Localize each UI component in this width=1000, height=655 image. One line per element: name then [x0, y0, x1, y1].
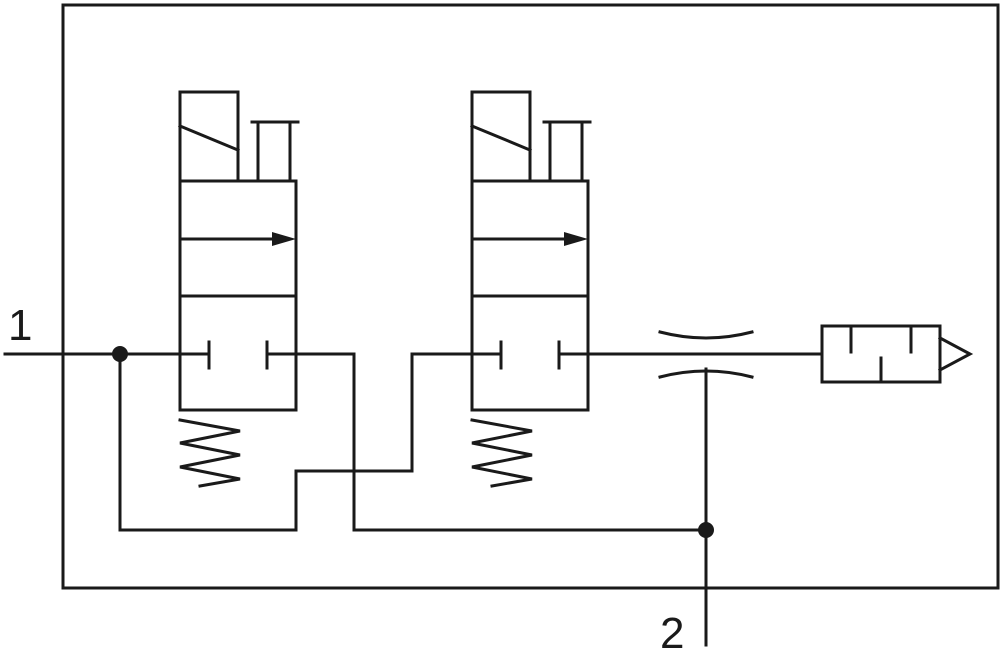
silencer-icon	[820, 324, 974, 384]
solenoid-valve-1	[178, 90, 300, 488]
return-spring-icon	[178, 418, 241, 488]
solenoid-coil-icon	[470, 90, 532, 183]
blocked-port-icon	[499, 340, 561, 370]
manual-override-icon	[250, 120, 300, 183]
return-spring-icon	[470, 418, 533, 488]
inlet-port-label: 1	[8, 301, 32, 350]
enclosure-frame	[61, 3, 1000, 590]
flow-arrow-icon	[178, 232, 296, 246]
flow-arrow-icon	[470, 232, 588, 246]
blocked-port-icon	[207, 340, 269, 370]
solenoid-valve-2	[470, 90, 592, 488]
solenoid-coil-icon	[178, 90, 240, 183]
bypass-line-1	[118, 352, 503, 532]
valve-1-output-line	[265, 352, 708, 532]
manual-override-icon	[542, 120, 592, 183]
outlet-port-label: 2	[660, 609, 684, 655]
junction-dot-outlet	[698, 522, 714, 538]
